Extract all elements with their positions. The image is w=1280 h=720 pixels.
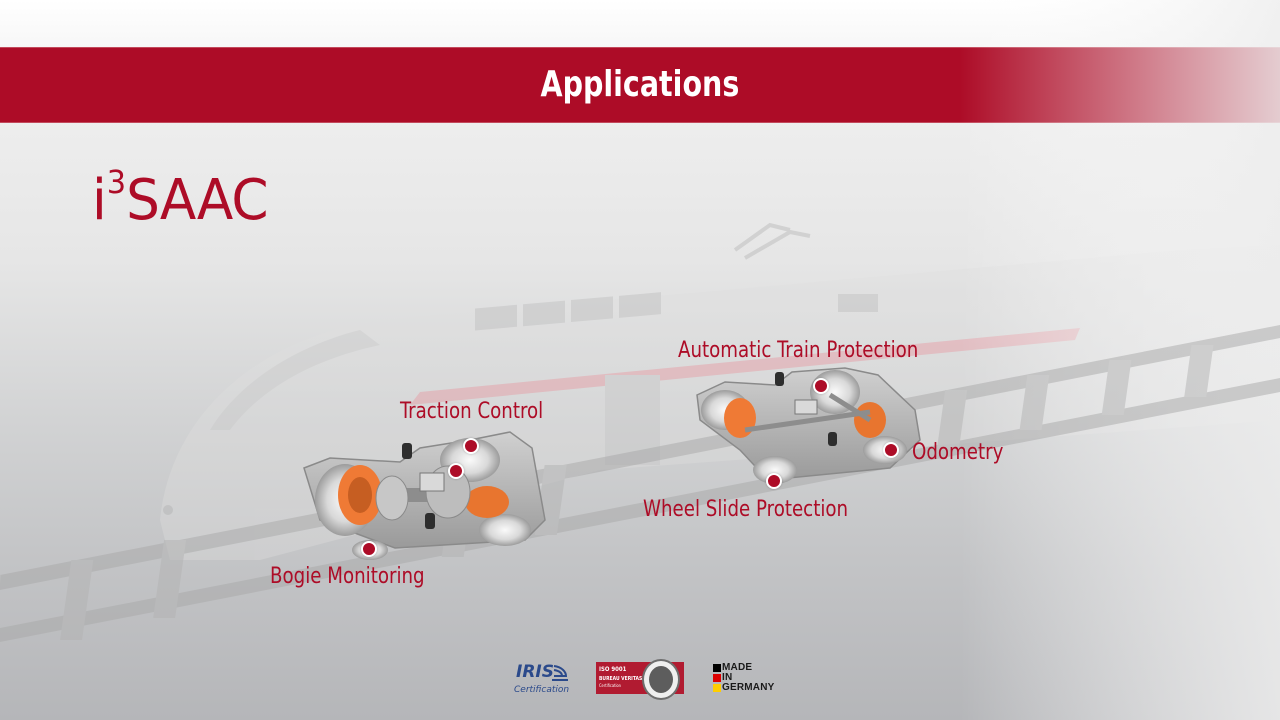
bv-iso-text: ISO 9001 (599, 666, 627, 673)
right-bogie (696, 367, 921, 484)
flag-black-square-icon (713, 664, 721, 672)
wheel-slide-protection-marker[interactable] (766, 473, 782, 489)
iris-caption: Certification (514, 685, 570, 695)
iris-wordmark: IRIS (516, 662, 554, 682)
left-bogie (303, 431, 546, 560)
traction-control-marker-1[interactable] (463, 438, 479, 454)
traction-control-marker-2[interactable] (448, 463, 464, 479)
odometry-marker[interactable] (883, 442, 899, 458)
bv-name-text: BUREAU VERITAS (599, 676, 643, 682)
iris-certification-logo: IRIS Certification (512, 660, 572, 700)
bureau-veritas-logo: ISO 9001 BUREAU VERITAS Certification (596, 659, 684, 700)
bureau-veritas-seal-icon (642, 659, 680, 700)
made-in-germany-logo: MADE IN GERMANY (713, 663, 775, 693)
bv-cert-text: Certification (599, 683, 621, 688)
bogie-monitoring-marker[interactable] (361, 541, 377, 557)
iris-arrow-icon (552, 665, 568, 681)
traction-control-label: Traction Control (400, 399, 544, 424)
automatic-train-protection-marker[interactable] (813, 378, 829, 394)
flag-red-square-icon (713, 674, 721, 682)
automatic-train-protection-label: Automatic Train Protection (678, 338, 919, 363)
wheel-slide-protection-label: Wheel Slide Protection (643, 497, 849, 522)
odometry-label: Odometry (912, 440, 1004, 465)
flag-gold-square-icon (713, 684, 721, 692)
bogie-monitoring-label: Bogie Monitoring (270, 564, 425, 589)
